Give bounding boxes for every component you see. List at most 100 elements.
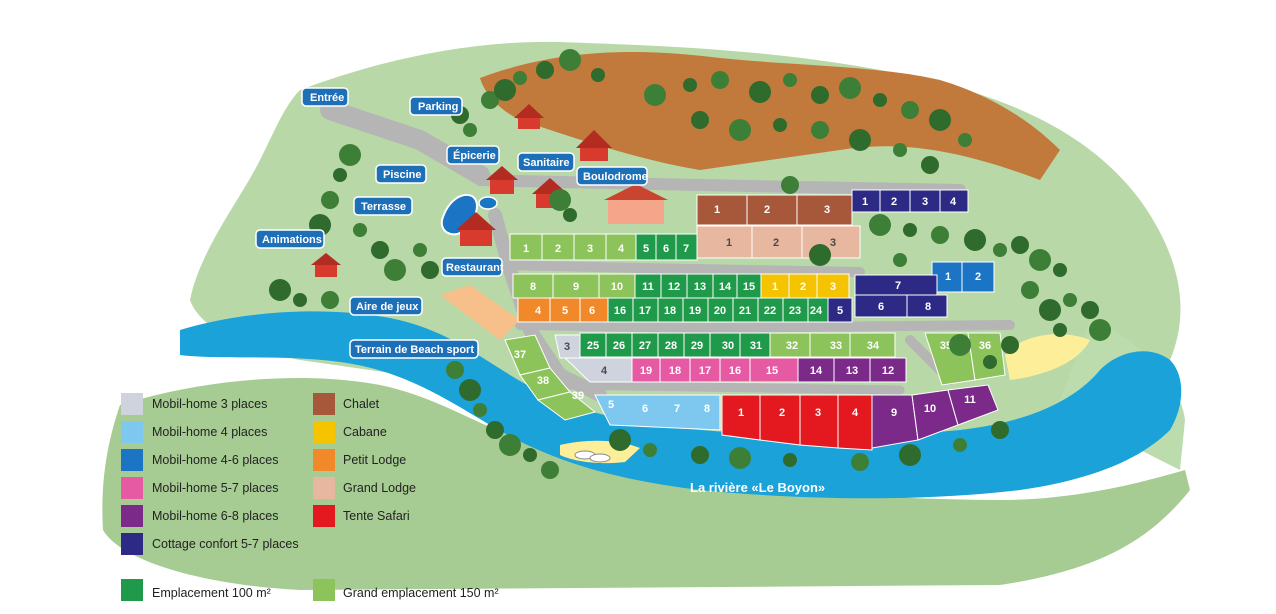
poi-beach-sport-label: Terrain de Beach sport	[355, 344, 474, 356]
tree-icon	[494, 79, 516, 101]
legend-swatch	[121, 533, 143, 555]
plot-grand-lodge	[696, 225, 753, 259]
tree-icon	[643, 443, 657, 457]
tree-icon	[446, 361, 464, 379]
tree-icon	[499, 434, 521, 456]
legend-swatch	[313, 579, 335, 601]
plot-number: 5	[837, 305, 843, 317]
tree-icon	[839, 77, 861, 99]
plot-number: 1	[945, 271, 951, 283]
plot-number: 22	[764, 305, 776, 317]
tree-icon	[849, 129, 871, 151]
plot-number: 13	[694, 281, 706, 293]
plot-number: 7	[895, 280, 901, 292]
poi-epicerie-label: Épicerie	[453, 149, 496, 162]
plot-emp150	[536, 391, 597, 421]
tree-icon	[749, 81, 771, 103]
legend-swatch	[313, 421, 335, 443]
plot-number: 9	[573, 281, 579, 293]
plot-number: 14	[719, 281, 732, 293]
tree-icon	[1081, 301, 1099, 319]
poi-boulodrome[interactable]: Boulodrome	[576, 166, 648, 186]
plot-number: 38	[537, 375, 549, 387]
plot-number: 12	[882, 365, 894, 377]
plot-number: 2	[764, 204, 770, 216]
tree-icon	[1021, 281, 1039, 299]
tree-icon	[991, 421, 1009, 439]
tree-icon	[384, 259, 406, 281]
plot-number: 37	[514, 349, 526, 361]
plot-number: 6	[878, 301, 884, 313]
tree-icon	[901, 101, 919, 119]
poi-labels: Entrée Parking Épicerie Piscine Sanitair…	[255, 87, 648, 359]
plot-emp150	[605, 233, 637, 261]
plot-number: 2	[555, 243, 561, 255]
river-label: La rivière «Le Boyon»	[690, 480, 825, 495]
legend-swatch	[313, 477, 335, 499]
poi-sanitaire[interactable]: Sanitaire	[517, 152, 575, 172]
plot-number: 5	[643, 243, 649, 255]
tree-icon	[293, 293, 307, 307]
plot-number: 6	[589, 305, 595, 317]
plot-number: 35	[940, 340, 952, 352]
tree-icon	[893, 143, 907, 157]
tree-icon	[371, 241, 389, 259]
poi-aire-de-jeux[interactable]: Aire de jeux	[349, 296, 423, 316]
plot-number: 3	[564, 341, 570, 353]
tree-icon	[929, 109, 951, 131]
plot-number: 1	[772, 281, 778, 293]
plot-lodge	[549, 297, 581, 323]
poi-parking[interactable]: Parking	[409, 96, 463, 116]
plot-number: 33	[830, 340, 842, 352]
tree-icon	[473, 403, 487, 417]
poi-entree[interactable]: Entrée	[301, 87, 349, 107]
legend-swatch	[313, 449, 335, 471]
poi-beach-sport[interactable]: Terrain de Beach sport	[349, 339, 479, 359]
plot-chalet	[796, 194, 853, 226]
tree-icon	[559, 49, 581, 71]
legend-label: Mobil-home 5-7 places	[152, 481, 278, 495]
poi-epicerie[interactable]: Épicerie	[446, 145, 500, 165]
tree-icon	[683, 78, 697, 92]
tree-icon	[993, 243, 1007, 257]
building-restaurant	[456, 212, 496, 246]
beach	[1005, 334, 1090, 380]
legend-label: Petit Lodge	[343, 453, 406, 467]
tree-icon	[729, 447, 751, 469]
plot-number: 15	[766, 365, 778, 377]
tree-icon	[851, 453, 869, 471]
tree-icon	[1029, 249, 1051, 271]
plot-number: 16	[729, 365, 741, 377]
plot-number: 9	[891, 407, 897, 419]
plot-number: 3	[587, 243, 593, 255]
poi-terrasse[interactable]: Terrasse	[353, 196, 413, 216]
plot-number: 39	[572, 390, 584, 402]
plot-number: 15	[743, 281, 755, 293]
legend-label: Mobil-home 6-8 places	[152, 509, 278, 523]
tree-icon	[809, 244, 831, 266]
plot-number: 4	[852, 407, 859, 419]
tree-icon	[729, 119, 751, 141]
tree-icon	[486, 421, 504, 439]
plot-number: 4	[535, 305, 542, 317]
plot-number: 24	[810, 305, 823, 317]
tree-icon	[523, 448, 537, 462]
poi-aire-de-jeux-label: Aire de jeux	[356, 301, 419, 313]
tree-icon	[949, 334, 971, 356]
buildings	[311, 104, 668, 277]
plot-cabane	[788, 273, 818, 299]
poi-animations[interactable]: Animations	[255, 229, 325, 249]
boats	[574, 450, 611, 463]
legend-swatch	[313, 505, 335, 527]
tree-icon	[353, 223, 367, 237]
tree-icon	[1053, 263, 1067, 277]
poi-entree-label: Entrée	[310, 92, 344, 104]
poi-piscine[interactable]: Piscine	[375, 164, 427, 184]
poi-restaurant[interactable]: Restaurant	[441, 257, 504, 277]
plot-number: 6	[663, 243, 669, 255]
tree-icon	[321, 191, 339, 209]
pool-small	[478, 196, 498, 210]
plot-number: 28	[665, 340, 677, 352]
plot-number: 17	[639, 305, 651, 317]
tree-icon	[536, 61, 554, 79]
